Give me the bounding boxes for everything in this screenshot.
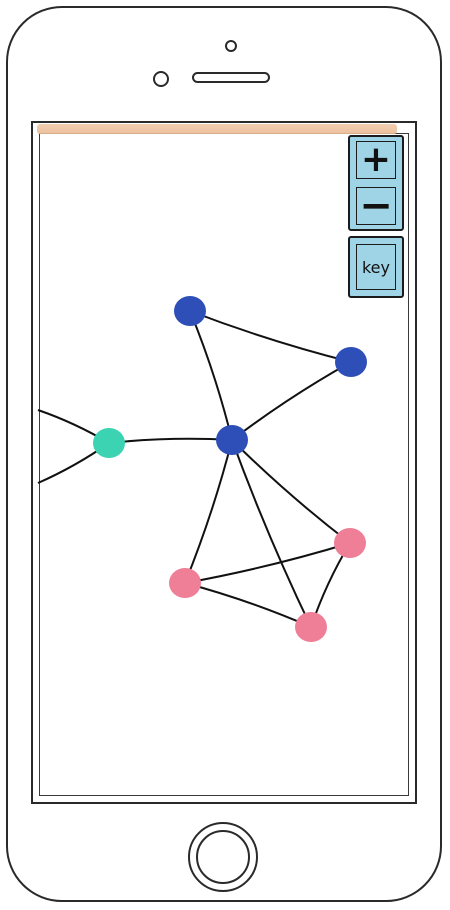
graph-edge	[231, 439, 312, 628]
zoom-control: + −	[348, 135, 404, 231]
home-button[interactable]	[188, 822, 258, 892]
graph-edge	[231, 439, 351, 544]
front-camera-icon	[225, 40, 237, 52]
graph-edge	[189, 310, 352, 363]
graph-nodes	[93, 296, 367, 642]
earpiece-speaker-icon	[192, 72, 270, 83]
graph-node-blue[interactable]	[216, 425, 248, 455]
key-button[interactable]: key	[348, 236, 404, 298]
graph-node-blue[interactable]	[174, 296, 206, 326]
graph-node-pink[interactable]	[169, 568, 201, 598]
screen	[31, 121, 417, 804]
graph-edge	[189, 310, 233, 441]
graph-edge	[231, 361, 352, 441]
graph-node-blue[interactable]	[335, 347, 367, 377]
key-button-label: key	[356, 244, 396, 290]
graph-node-teal[interactable]	[93, 428, 125, 458]
graph-edge	[184, 582, 312, 628]
graph-edge	[108, 437, 233, 444]
zoom-in-button[interactable]: +	[356, 141, 396, 179]
graph-node-pink[interactable]	[295, 612, 327, 642]
paper-tape-strip	[37, 124, 397, 134]
sensor-icon	[153, 71, 169, 87]
zoom-out-button[interactable]: −	[356, 186, 396, 226]
graph-node-pink[interactable]	[334, 528, 366, 558]
graph-edge	[184, 542, 351, 584]
graph-edge	[184, 439, 233, 584]
